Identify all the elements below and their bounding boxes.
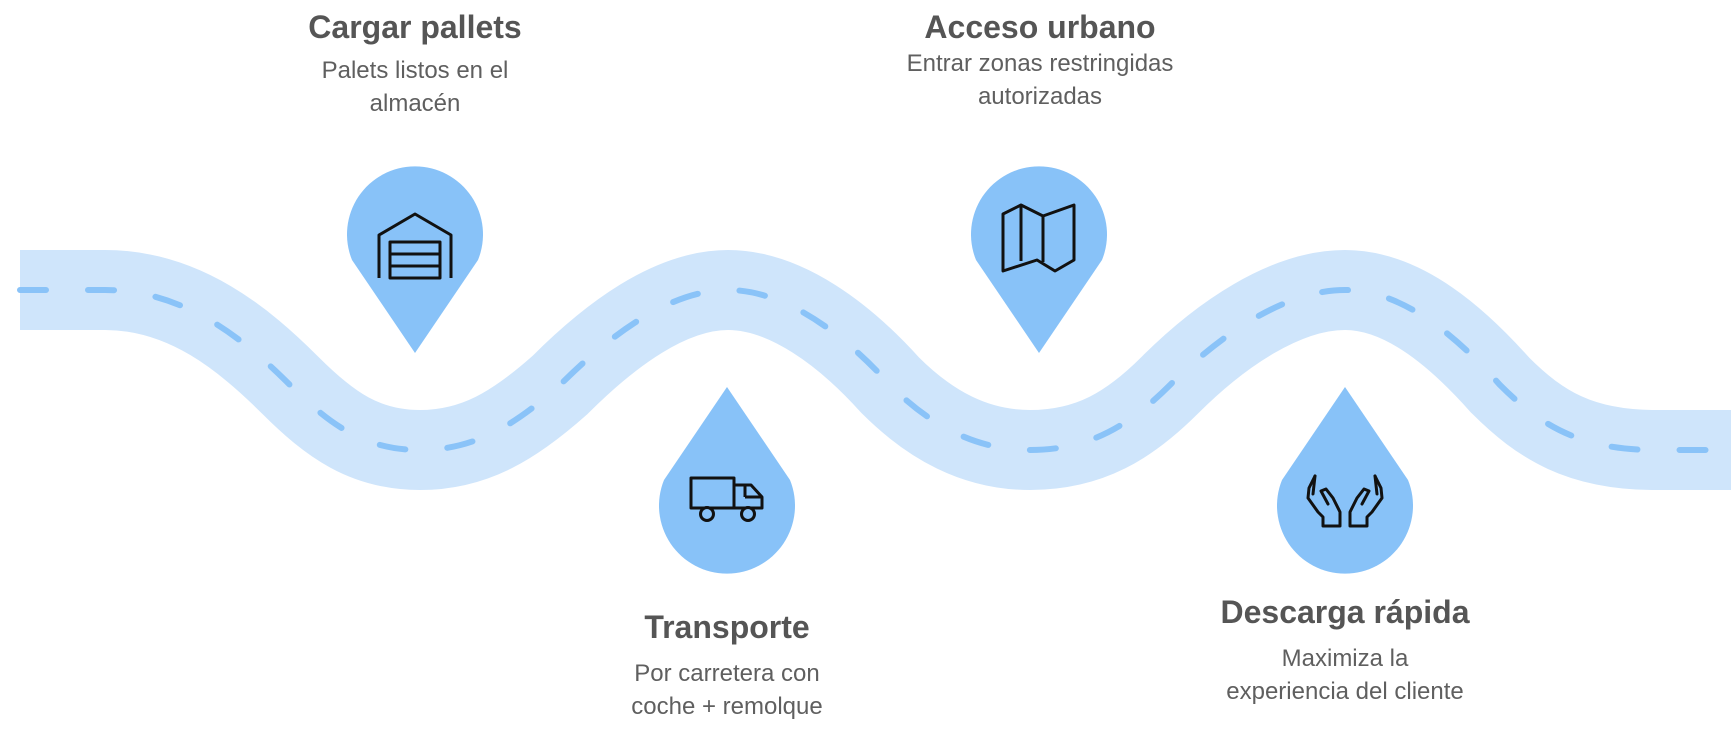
pin-marker — [347, 166, 484, 353]
step-title: Descarga rápida — [1220, 594, 1470, 630]
step-description-line: Por carretera con — [634, 660, 820, 687]
step-description-line: experiencia del cliente — [1226, 678, 1464, 705]
step-title: Transporte — [644, 609, 810, 645]
pin-acceso-urbano — [970, 166, 1107, 353]
map-icon — [1001, 203, 1076, 273]
step-transporte: Transporte Por carretera con coche + rem… — [577, 608, 877, 723]
step-description-line: almacén — [369, 90, 461, 117]
road-center-dashes — [17, 286, 1731, 454]
step-description-line: Maximiza la — [1281, 645, 1409, 672]
step-description-line: Entrar zonas restringidas — [906, 50, 1174, 77]
step-description-line: autorizadas — [977, 83, 1103, 110]
step-title: Cargar pallets — [308, 9, 522, 45]
truck-icon — [689, 476, 764, 522]
pin-descarga-rapida — [1277, 387, 1413, 574]
hands-icon — [1306, 474, 1384, 528]
warehouse-icon — [377, 212, 453, 280]
step-description-line: coche + remolque — [631, 693, 823, 720]
step-description: Maximiza la experiencia del cliente — [1180, 642, 1510, 708]
pin-marker — [1277, 387, 1413, 574]
step-title: Acceso urbano — [924, 9, 1156, 45]
step-description: Palets listos en el almacén — [265, 54, 565, 120]
step-description-line: Palets listos en el — [321, 57, 509, 84]
step-acceso-urbano: Acceso urbano Entrar zonas restringidas … — [880, 8, 1200, 113]
pin-cargar-pallets — [347, 166, 484, 353]
step-description: Entrar zonas restringidas autorizadas — [880, 47, 1200, 113]
step-description: Por carretera con coche + remolque — [577, 657, 877, 723]
step-descarga-rapida: Descarga rápida Maximiza la experiencia … — [1180, 593, 1510, 708]
pin-transporte — [659, 387, 795, 574]
step-cargar-pallets: Cargar pallets Palets listos en el almac… — [265, 8, 565, 120]
pin-marker — [659, 387, 795, 574]
